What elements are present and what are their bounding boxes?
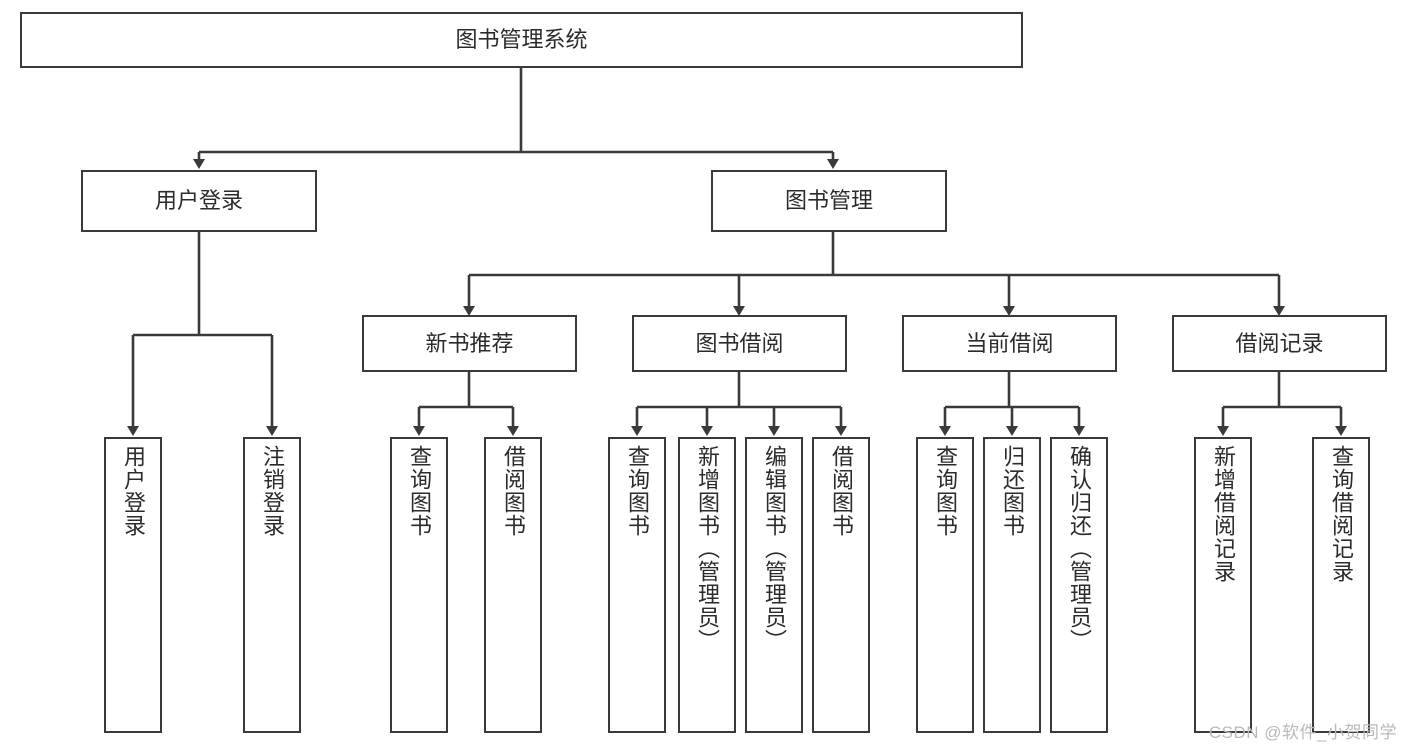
node-book-management[interactable]: 图书管理 [711,170,947,232]
leaf-borrow-book[interactable]: 借阅图书 [812,437,870,733]
node-borrow-record-label: 借阅记录 [1235,330,1324,356]
leaf-query-book-recommend[interactable]: 查询图书 [390,437,448,733]
node-new-book-recommend-label: 新书推荐 [425,330,514,356]
leaf-logout-label: 注销登录 [260,445,285,537]
leaf-borrow-book-recommend-label: 借阅图书 [501,445,526,537]
leaf-query-borrow-record-label: 查询借阅记录 [1329,445,1354,583]
node-book-borrow-label: 图书借阅 [695,330,784,356]
node-root[interactable]: 图书管理系统 [20,12,1023,68]
leaf-confirm-return-admin[interactable]: 确认归还（管理员） [1050,437,1108,733]
node-current-borrow[interactable]: 当前借阅 [902,315,1117,372]
leaf-user-login[interactable]: 用户登录 [104,437,162,733]
leaf-query-book-current[interactable]: 查询图书 [916,437,974,733]
leaf-borrow-book-recommend[interactable]: 借阅图书 [484,437,542,733]
node-user-login[interactable]: 用户登录 [81,170,317,232]
leaf-query-book-label: 查询图书 [625,445,650,537]
leaf-query-book[interactable]: 查询图书 [608,437,666,733]
leaf-add-borrow-record-label: 新增借阅记录 [1211,445,1236,583]
node-borrow-record[interactable]: 借阅记录 [1172,315,1387,372]
node-root-label: 图书管理系统 [455,27,588,53]
leaf-return-book-label: 归还图书 [1000,445,1025,537]
leaf-add-book-admin[interactable]: 新增图书（管理员） [678,437,736,733]
leaf-logout[interactable]: 注销登录 [243,437,301,733]
leaf-add-book-admin-label: 新增图书（管理员） [695,445,720,652]
leaf-confirm-return-admin-label: 确认归还（管理员） [1067,445,1092,652]
leaf-edit-book-admin-label: 编辑图书（管理员） [762,445,787,652]
leaf-borrow-book-label: 借阅图书 [829,445,854,537]
leaf-add-borrow-record[interactable]: 新增借阅记录 [1194,437,1252,733]
leaf-edit-book-admin[interactable]: 编辑图书（管理员） [745,437,803,733]
leaf-query-book-recommend-label: 查询图书 [407,445,432,537]
node-book-management-label: 图书管理 [784,188,873,214]
watermark: CSDN @软件_小贺同学 [1208,723,1397,742]
node-book-borrow[interactable]: 图书借阅 [632,315,847,372]
leaf-query-borrow-record[interactable]: 查询借阅记录 [1312,437,1370,733]
node-current-borrow-label: 当前借阅 [965,330,1054,356]
leaf-user-login-label: 用户登录 [121,445,146,537]
node-new-book-recommend[interactable]: 新书推荐 [362,315,577,372]
node-user-login-label: 用户登录 [154,188,243,214]
leaf-return-book[interactable]: 归还图书 [983,437,1041,733]
leaf-query-book-current-label: 查询图书 [933,445,958,537]
